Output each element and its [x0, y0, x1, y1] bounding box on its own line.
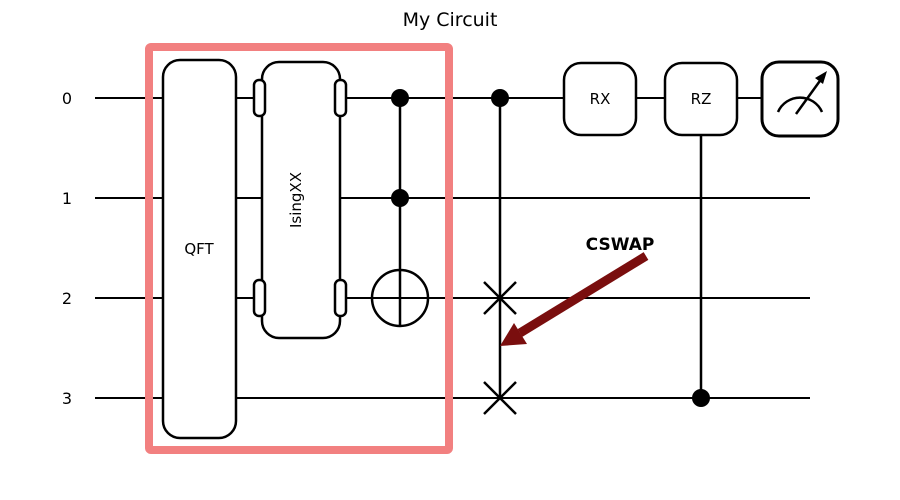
rz-gate-label: RZ	[691, 90, 712, 108]
rx-gate-label: RX	[590, 90, 611, 108]
wire-label-2: 2	[62, 289, 72, 308]
qft-gate-box	[161, 58, 238, 440]
isingxx-gate: IsingXX	[252, 60, 348, 340]
toffoli-target-circle	[370, 268, 430, 328]
highlight-box	[145, 43, 453, 454]
cswap-x-wire2-stroke2	[483, 281, 517, 315]
qft-gate: QFT	[161, 58, 238, 440]
cswap-gate	[483, 89, 517, 415]
rz-gate-box	[663, 61, 739, 137]
annotation-arrow	[500, 252, 649, 346]
isingxx-gate-box	[260, 60, 342, 340]
measurement-gate-box	[760, 60, 840, 138]
isingxx-tab-right-wire2	[333, 278, 348, 318]
wire-label-1: 1	[62, 189, 72, 208]
crz-gate: RZ	[663, 61, 739, 407]
wire-label-3: 3	[62, 389, 72, 408]
cswap-x-wire3-stroke2	[483, 381, 517, 415]
isingxx-tab-left-wire0	[252, 78, 267, 118]
cswap-control-dot	[491, 89, 509, 107]
circuit-title: My Circuit	[403, 9, 498, 31]
measurement-needle-arrowhead-icon	[815, 71, 827, 84]
measurement-arc-icon	[776, 96, 824, 113]
measurement-needle-icon	[794, 77, 824, 115]
toffoli-control-dot-1	[391, 189, 409, 207]
annotation-arrowhead-icon	[500, 323, 527, 346]
annotation-arrow-line	[517, 252, 649, 337]
isingxx-gate-label: IsingXX	[287, 172, 305, 228]
crz-control-dot	[692, 389, 710, 407]
qft-gate-label: QFT	[184, 240, 214, 258]
toffoli-gate	[370, 89, 430, 328]
annotation-label: CSWAP	[586, 235, 655, 255]
isingxx-tab-right-wire0	[333, 78, 348, 118]
toffoli-control-dot-0	[391, 89, 409, 107]
rx-gate-box	[562, 61, 638, 137]
isingxx-tab-left-wire2	[252, 278, 267, 318]
wire-label-0: 0	[62, 89, 72, 108]
rx-gate: RX	[562, 61, 638, 137]
measurement-gate	[760, 60, 840, 138]
